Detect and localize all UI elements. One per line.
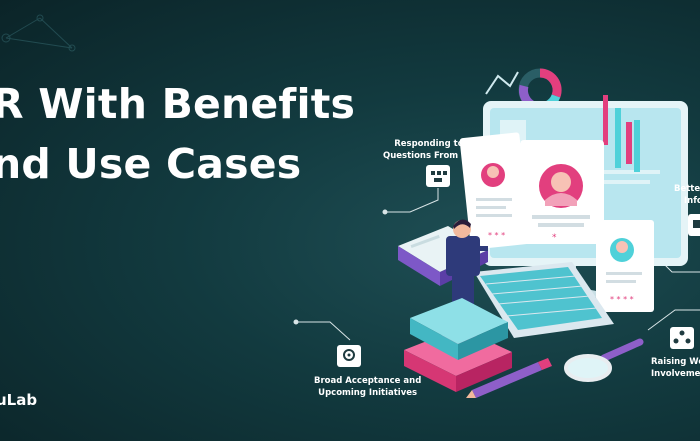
book-stack-bottom: [404, 298, 512, 392]
pencil-icon: [466, 358, 552, 398]
svg-text:* * * *: * * * *: [610, 295, 634, 304]
label-raising-line-1: Raising Wor: [651, 357, 700, 367]
label-better-line-2: Info: [684, 196, 700, 206]
title-line-2: nd Use Cases: [0, 140, 302, 188]
label-broad-line-1: Broad Acceptance and: [314, 376, 422, 386]
keyboard: [474, 262, 614, 338]
sparkline: [485, 71, 519, 95]
page-title: R With Benefits nd Use Cases: [0, 74, 355, 194]
profile-card-main: *: [520, 140, 604, 244]
profile-card-left: * * *: [459, 132, 531, 250]
label-broad-line-2: Upcoming Initiatives: [318, 388, 418, 398]
svg-text:* * *: * * *: [488, 231, 505, 240]
label-responding: Responding to Questions From HR: [383, 138, 475, 162]
label-raising-line-2: Involveme: [651, 369, 700, 379]
svg-text:*: *: [552, 233, 557, 243]
connector-lines: [293, 188, 700, 341]
label-better-line-1: Better: [674, 184, 700, 194]
magnifier-icon: [564, 338, 644, 382]
label-raising: Raising Wor Involveme: [651, 356, 700, 380]
gear-people-icon: [337, 345, 361, 367]
network-icon: [1, 14, 76, 52]
profile-card-right: * * * *: [596, 220, 654, 312]
label-broad: Broad Acceptance and Upcoming Initiative…: [314, 375, 421, 399]
label-responding-line-2: Questions From HR: [383, 151, 475, 161]
label-better: Better Info: [674, 183, 700, 207]
label-responding-line-1: Responding to: [394, 139, 464, 149]
bar-chart-icon: [603, 95, 640, 172]
team-icon: [670, 327, 694, 349]
hierarchy-icon: [426, 165, 450, 187]
brand-logo-text: uLab: [0, 391, 38, 409]
title-line-1: R With Benefits: [0, 80, 356, 128]
document-icon: [688, 214, 700, 236]
